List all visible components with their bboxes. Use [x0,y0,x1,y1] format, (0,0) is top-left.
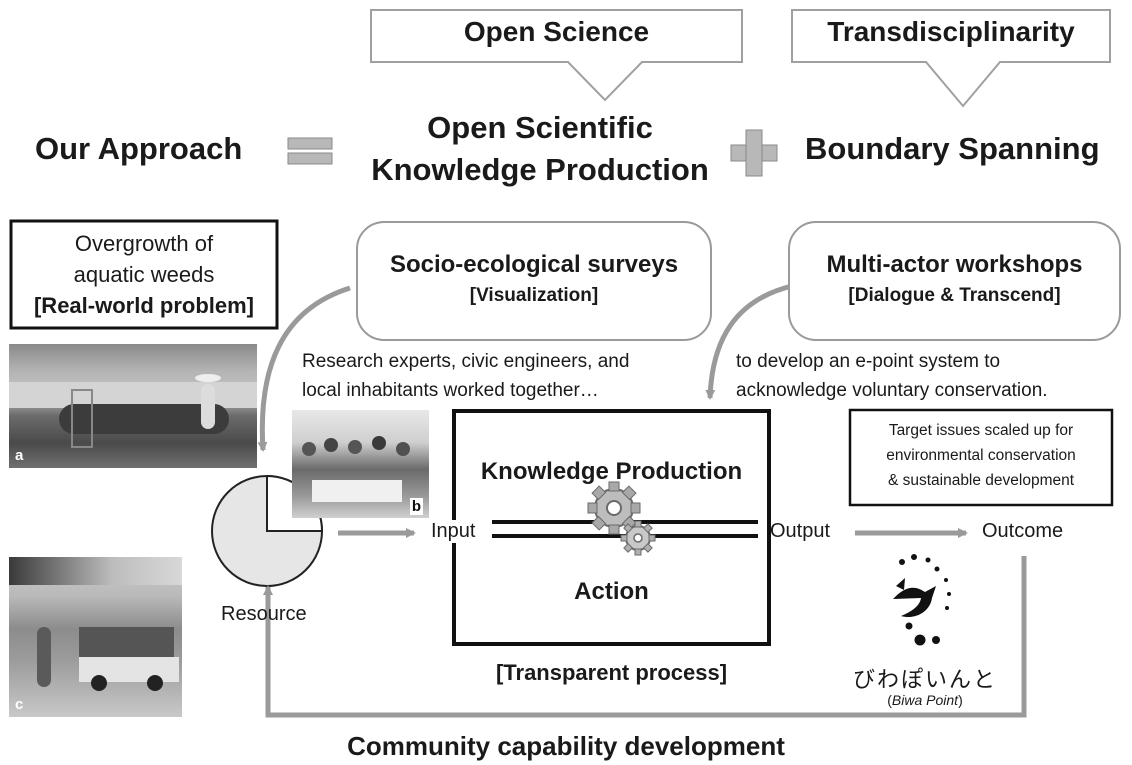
outcome-label: Outcome [982,520,1064,542]
biwa-point-japanese: びわぽいんと [852,668,997,693]
knowledge-production-label: Knowledge Production [480,458,743,485]
surveys-box: Socio-ecological surveys [Visualization] [356,221,712,341]
workshops-arrow [705,283,793,400]
photo-c-truck-weeds: c [9,557,182,717]
equals-sign [287,137,333,165]
target-line3: & sustainable development [887,472,1075,489]
photo-c-label: c [15,696,24,713]
transdisciplinarity-label: Transdisciplinarity [827,16,1075,47]
open-scientific-line1: Open Scientific [427,110,653,145]
research-text: Research experts, civic engineers, and l… [302,347,722,405]
biwa-point-caption: (Biwa Point) [835,692,1015,708]
develop-text: to develop an e-point system to acknowle… [736,347,1131,405]
develop-line2: acknowledge voluntary conservation. [736,380,1048,401]
research-line2: local inhabitants worked together… [302,380,599,401]
problem-box [9,219,279,330]
research-line1: Research experts, civic engineers, and [302,351,630,372]
problem-line2: aquatic weeds [73,262,215,287]
surveys-subtitle: [Visualization] [469,285,599,306]
workshops-title: Multi-actor workshops [826,251,1083,278]
biwa-caption-name: Biwa Point [891,692,959,708]
transdisciplinarity-callout [791,9,1111,108]
target-line1: Target issues scaled up for [888,422,1074,439]
problem-line1: Overgrowth of [74,231,214,256]
our-approach-label: Our Approach [35,131,243,166]
photo-b-label: b [409,498,423,515]
open-science-callout [370,9,743,102]
problem-box-text: Overgrowth of aquatic weeds [Real-world … [11,228,277,321]
biwa-point-logo-icon [893,554,951,646]
biwa-caption-close: ) [958,692,963,708]
plus-sign [730,129,778,177]
workshops-box: Multi-actor workshops [Dialogue & Transc… [788,221,1121,341]
open-science-label: Open Science [463,16,650,47]
surveys-arrow [257,285,351,452]
output-label: Output [770,520,831,542]
feedback-loop-arrow [263,556,1027,718]
surveys-title: Socio-ecological surveys [389,251,679,278]
open-scientific-line2: Knowledge Production [371,152,709,187]
resource-label: Resource [221,603,307,625]
gears-icon [587,481,656,556]
input-label: Input [428,520,479,543]
photo-a-label: a [15,447,24,464]
target-box [848,408,1114,507]
boundary-spanning-label: Boundary Spanning [805,131,1100,166]
workshops-subtitle: [Dialogue & Transcend] [848,285,1061,306]
community-capability-label: Community capability development [347,731,785,761]
target-box-text: Target issues scaled up for environmenta… [850,418,1112,493]
action-label: Action [574,578,649,605]
develop-line1: to develop an e-point system to [736,351,1001,372]
target-line2: environmental conservation [886,447,1076,464]
problem-line3: [Real-world problem] [33,293,254,318]
photo-b-workshop: b [292,410,429,518]
biwa-caption-open: ( [887,692,892,708]
transparent-process-label: [Transparent process] [495,660,728,685]
photo-a-lakeshore-weeds: a [9,344,257,468]
